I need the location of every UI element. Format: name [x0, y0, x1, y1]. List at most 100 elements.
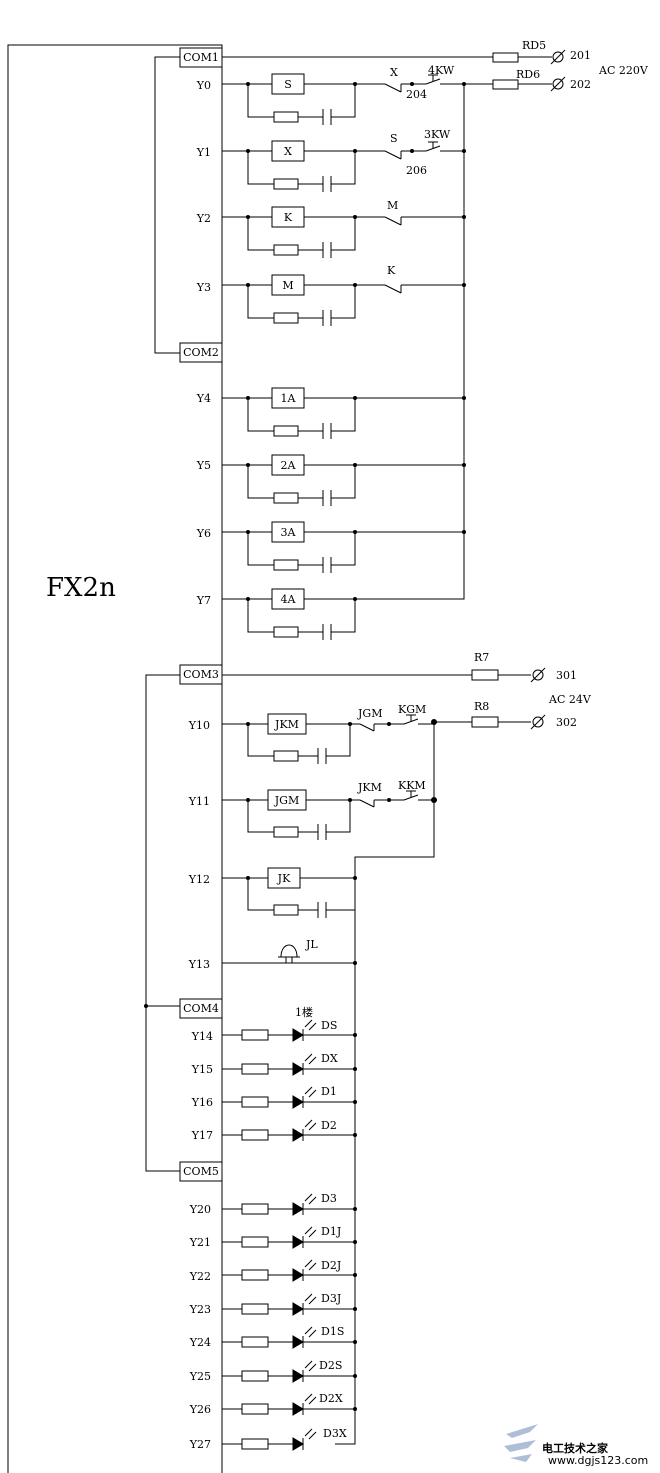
- watermark-logo-icon: [504, 1424, 538, 1462]
- label-y1: Y1: [196, 146, 211, 159]
- terminal-201: [552, 51, 564, 63]
- resistor-r7: [471, 669, 499, 681]
- label-y4: Y4: [196, 392, 211, 405]
- label-y24: Y24: [189, 1336, 211, 1349]
- led-row-wires: [222, 1034, 355, 1445]
- rung-y3: [222, 274, 464, 326]
- com1-com2-link: [154, 56, 180, 354]
- label-y25: Y25: [189, 1370, 211, 1383]
- label-y13: Y13: [188, 958, 210, 971]
- watermark-url: www.dgjs123.com: [548, 1454, 648, 1467]
- contact-label-y1-3kw: 3KW: [424, 128, 451, 141]
- plc-model-label: FX2n: [46, 573, 116, 603]
- contact-label-y0-4kw: 4KW: [428, 64, 455, 77]
- rung-y13-bell: [222, 944, 355, 964]
- label-y7: Y7: [196, 594, 211, 607]
- led-label-d3: D3: [321, 1192, 337, 1205]
- fuse-label-rd6: RD6: [516, 68, 540, 81]
- led-d1s: [292, 1335, 304, 1349]
- led-label-d3x: D3X: [323, 1427, 347, 1440]
- contact-label-y2-m: M: [387, 199, 398, 212]
- fuse-label-rd5: RD5: [522, 39, 546, 52]
- resistor-r8: [471, 716, 499, 728]
- led-label-d1: D1: [321, 1085, 337, 1098]
- label-com5: COM5: [183, 1165, 219, 1178]
- contact-label-y3-k: K: [387, 264, 396, 277]
- led-label-d2s: D2S: [319, 1359, 342, 1372]
- label-y14: Y14: [191, 1030, 213, 1043]
- led-d1j: [292, 1235, 304, 1249]
- terminal-label-201: 201: [570, 49, 591, 62]
- rung-y12: [222, 867, 356, 918]
- led-d1: [292, 1095, 304, 1109]
- bell-label-jl: JL: [305, 938, 318, 951]
- label-y23: Y23: [189, 1303, 211, 1316]
- label-y3: Y3: [196, 281, 211, 294]
- supply-label-ac220: AC 220V: [598, 64, 649, 77]
- label-y22: Y22: [189, 1270, 211, 1283]
- led-label-floor1: 1楼: [295, 1005, 313, 1019]
- coil-label-2a: 2A: [281, 459, 297, 472]
- rung-y2: [222, 206, 464, 258]
- rung-y11: [222, 789, 434, 840]
- fuse-rd6: [492, 79, 519, 90]
- rung-y10: [222, 713, 434, 764]
- led-label-d3j: D3J: [321, 1292, 341, 1305]
- led-label-d2x: D2X: [319, 1392, 343, 1405]
- coil-label-k: K: [284, 211, 293, 224]
- led-label-d1j: D1J: [321, 1225, 341, 1238]
- label-y20: Y20: [189, 1203, 211, 1216]
- terminal-label-302: 302: [556, 716, 577, 729]
- led-d3x: [292, 1437, 304, 1451]
- led-d2x: [292, 1402, 304, 1416]
- led-ds: [292, 1028, 304, 1042]
- label-com4: COM4: [183, 1002, 219, 1015]
- node-label-206: 206: [406, 164, 427, 177]
- contact-label-y1-s: S: [390, 132, 398, 145]
- coil-label-3a: 3A: [281, 526, 297, 539]
- resistor-label-r7: R7: [474, 651, 489, 664]
- contact-label-y11-jkm: JKM: [357, 781, 382, 794]
- bus-220v-right: [355, 84, 465, 600]
- label-y17: Y17: [191, 1129, 213, 1142]
- label-y21: Y21: [189, 1236, 211, 1249]
- resistor-label-r8: R8: [474, 700, 489, 713]
- coil-label-4a: 4A: [281, 593, 297, 606]
- led-d2s: [292, 1369, 304, 1383]
- led-d3j: [292, 1302, 304, 1316]
- coil-label-m: M: [282, 279, 293, 292]
- label-y15: Y15: [191, 1063, 213, 1076]
- label-y16: Y16: [191, 1096, 213, 1109]
- rung-y6: [222, 521, 464, 573]
- label-y2: Y2: [196, 212, 211, 225]
- bus-24v-right: [335, 722, 435, 1445]
- led-d3: [292, 1202, 304, 1216]
- label-com1: COM1: [183, 51, 219, 64]
- coil-label-s: S: [284, 78, 292, 91]
- led-dx: [292, 1062, 304, 1076]
- node-label-204: 204: [406, 88, 427, 101]
- contact-label-y0-x: X: [390, 66, 398, 79]
- label-y26: Y26: [189, 1403, 211, 1416]
- led-label-d2j: D2J: [321, 1259, 341, 1272]
- led-light-arrows: [304, 1019, 317, 1440]
- terminal-box-com4: [179, 998, 223, 1019]
- fuse-rd5: [492, 52, 519, 63]
- terminal-302: [532, 716, 544, 728]
- supply-label-ac24: AC 24V: [548, 693, 592, 706]
- led-label-ds: DS: [321, 1019, 337, 1032]
- led-label-d2: D2: [321, 1119, 337, 1132]
- rung-y0: [222, 73, 464, 125]
- label-y27: Y27: [189, 1438, 211, 1451]
- terminal-label-202: 202: [570, 78, 591, 91]
- coil-label-jgm: JGM: [274, 794, 299, 807]
- led-label-dx: DX: [321, 1052, 338, 1065]
- label-y6: Y6: [196, 527, 211, 540]
- terminal-label-301: 301: [556, 669, 577, 682]
- label-com2: COM2: [183, 346, 219, 359]
- rung-y4: [222, 387, 464, 439]
- label-y10: Y10: [188, 719, 210, 732]
- plc-body-outline: [7, 44, 223, 1473]
- com3-com5-link: [145, 674, 180, 1172]
- terminal-202: [552, 78, 564, 90]
